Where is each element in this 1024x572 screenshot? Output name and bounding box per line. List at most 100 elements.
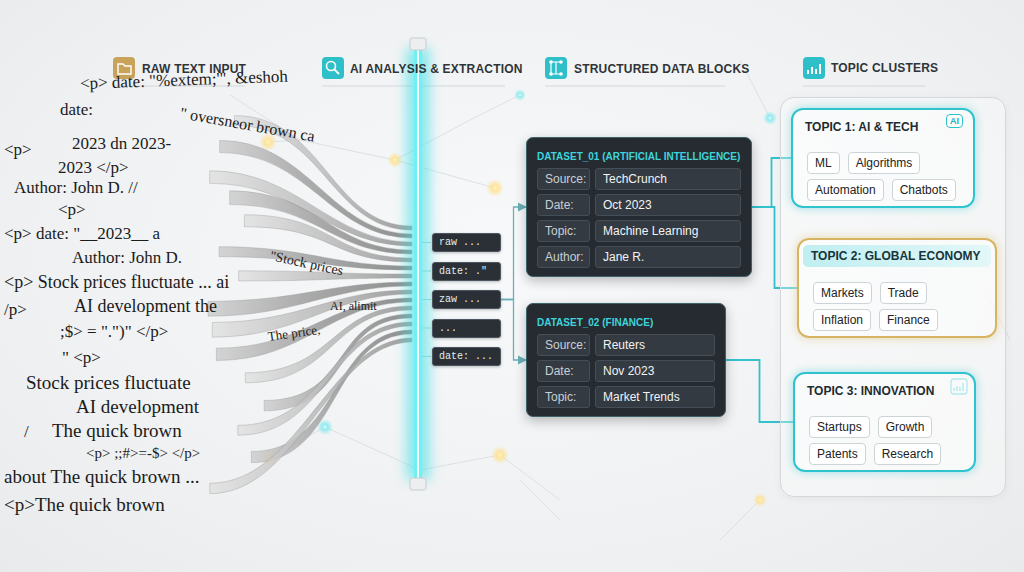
tag-text: Inflation — [821, 313, 863, 327]
raw-text-fragment: date: — [60, 100, 93, 120]
token-text: ... — [439, 323, 494, 334]
cell-text: Date: — [545, 198, 574, 212]
cell-text: Machine Learning — [603, 224, 698, 238]
tag-text: Trade — [888, 286, 919, 300]
data-cell: Topic: — [537, 386, 590, 408]
data-cell: Jane R. — [595, 246, 741, 268]
raw-text-fragment: The quick brown — [52, 420, 182, 442]
data-cell: Source: — [537, 334, 590, 356]
cell-text: Topic: — [545, 390, 576, 404]
token-text: date: ... — [439, 351, 494, 362]
cluster-panel: TOPIC CLUSTERSTOPIC 1: AI & TECHMLAlgori… — [780, 97, 1006, 497]
data-cell: Machine Learning — [595, 220, 741, 242]
raw-text-fragment: 2023 </p> — [58, 158, 129, 178]
keyword-tag: Inflation — [813, 309, 871, 331]
tag-text: Research — [882, 447, 933, 461]
data-cell: Reuters — [595, 334, 715, 356]
paper-strip — [210, 338, 412, 494]
raw-text-fragment: " <p> — [62, 348, 101, 368]
keyword-tag: Algorithms — [848, 152, 921, 174]
data-cell: Market Trends — [595, 386, 715, 408]
tag-text: Patents — [817, 447, 858, 461]
cell-text: Date: — [545, 364, 574, 378]
raw-text-fragment: / — [24, 422, 29, 442]
raw-text-fragment: <p> date: "%extem;'", &eshoh — [80, 67, 289, 94]
connector — [501, 300, 526, 361]
tag-text: Automation — [815, 183, 876, 197]
cell-text: Jane R. — [603, 250, 644, 264]
bar-tick — [422, 242, 431, 243]
cell-text: TechCrunch — [603, 172, 667, 186]
keyword-tag: Chatbots — [892, 179, 956, 201]
keyword-tag: Automation — [807, 179, 884, 201]
raw-text-fragment: /p> — [4, 300, 27, 320]
keyword-tag: Finance — [879, 309, 938, 331]
section-header: AI ANALYSIS & EXTRACTION — [350, 62, 523, 76]
token-text: zaw ... — [439, 294, 494, 305]
data-cell: Date: — [537, 360, 590, 382]
cell-text: Source: — [545, 338, 586, 352]
network-lines — [230, 60, 1010, 540]
bar-tick — [422, 299, 431, 300]
tag-text: Startups — [817, 420, 862, 434]
keyword-tag: Startups — [809, 416, 870, 438]
glow-dots — [259, 89, 777, 507]
bar-tick — [422, 328, 431, 329]
tag-text: Markets — [821, 286, 864, 300]
dataset-card: DATASET_01 (ARTIFICIAL INTELLIGENCE) Sour… — [526, 137, 752, 277]
cell-text: Market Trends — [603, 390, 680, 404]
tag-text: Algorithms — [856, 156, 913, 170]
dataset-title: DATASET_02 (FINANCE) — [537, 317, 653, 328]
tag-text: Growth — [886, 420, 925, 434]
raw-text-fragment: <p> — [4, 140, 32, 160]
token-chip: zaw ... — [432, 290, 501, 309]
cell-text: Reuters — [603, 338, 645, 352]
keyword-tag: Markets — [813, 282, 872, 304]
cell-text: Source: — [545, 172, 586, 186]
token-chip: date: ." — [432, 262, 501, 281]
cell-text: Topic: — [545, 224, 576, 238]
raw-text-fragment: <p> Stock prices fluctuate ... ai — [4, 272, 229, 293]
strip-text: "Stock prices — [268, 248, 344, 279]
raw-text-fragment: AI development — [76, 396, 199, 418]
cell-text: Author: — [545, 250, 584, 264]
data-cell: Date: — [537, 194, 590, 216]
raw-text-fragment: 2023 dn 2023- — [72, 134, 171, 154]
raw-text-fragment: AI development the — [74, 296, 217, 317]
keyword-tag: Patents — [809, 443, 866, 465]
raw-text-fragment: <p>The quick brown — [4, 494, 165, 516]
data-cell: Nov 2023 — [595, 360, 715, 382]
topic-box: TOPIC 3: INNOVATION Startups GrowthPatents… — [793, 372, 976, 472]
cell-text: Nov 2023 — [603, 364, 654, 378]
topic-title: TOPIC 1: AI & TECH — [805, 120, 918, 134]
raw-text-fragment: Author: John D. — [72, 248, 182, 268]
keyword-tag: ML — [807, 152, 840, 174]
keyword-tag: Growth — [878, 416, 933, 438]
token-text: date: ." — [439, 266, 494, 277]
tag-text: Finance — [887, 313, 930, 327]
raw-text-fragment: Stock prices fluctuate — [26, 372, 191, 394]
raw-text-fragment: <p> date: "__2023__ a — [4, 224, 160, 244]
section-header: STRUCTURED DATA BLOCKS — [574, 62, 750, 76]
topic-title: TOPIC 3: INNOVATION — [807, 384, 934, 398]
strip-text: The price, — [267, 323, 321, 345]
raw-text-fragment: <p> — [58, 200, 86, 220]
tag-text: ML — [815, 156, 832, 170]
data-cell: Oct 2023 — [595, 194, 741, 216]
data-cell: Topic: — [537, 220, 590, 242]
data-cell: Source: — [537, 168, 590, 190]
raw-text-fragment: " oversneor brown ca — [178, 104, 316, 146]
raw-text-fragment: about The quick brown ... — [4, 466, 199, 488]
token-chip: raw ... — [432, 233, 501, 252]
icon-badge: AI — [946, 114, 963, 128]
dataset-title: DATASET_01 (ARTIFICIAL INTELLIGENCE) — [537, 151, 740, 162]
token-chip: date: ... — [432, 347, 501, 366]
topic-box: TOPIC 2: GLOBAL ECONOMYMarketsTradeInfla… — [797, 238, 997, 338]
connector — [501, 207, 526, 300]
raw-text-fragment: Author: John D. // — [14, 178, 138, 198]
token-text: raw ... — [439, 237, 494, 248]
cell-text: Oct 2023 — [603, 198, 652, 212]
data-cell: TechCrunch — [595, 168, 741, 190]
keyword-tag: Trade — [880, 282, 927, 304]
keyword-tag: Research — [874, 443, 941, 465]
